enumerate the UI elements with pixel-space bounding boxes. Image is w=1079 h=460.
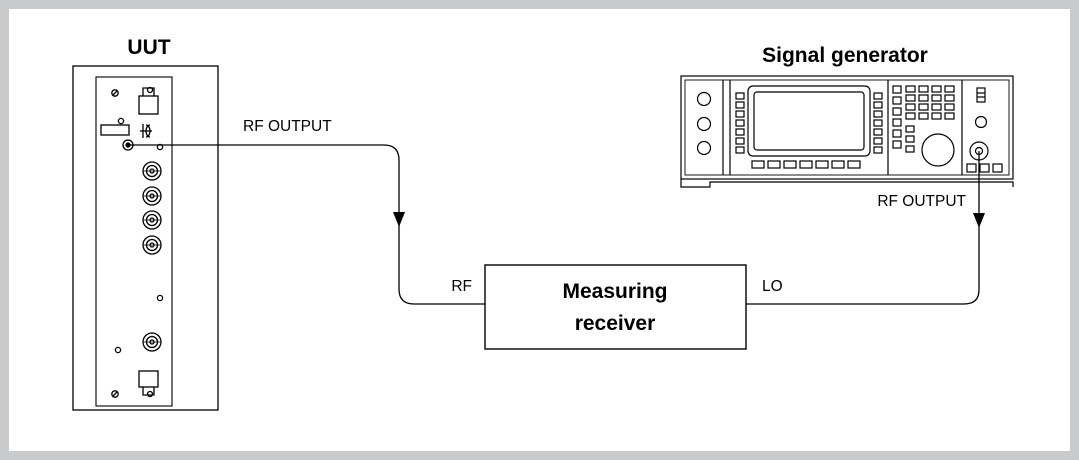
- arrowhead-down-icon: [393, 212, 405, 227]
- bnc-connector-icon: [142, 161, 162, 352]
- uut-label-plate: [100, 124, 130, 136]
- arrowhead-down-icon: [973, 213, 985, 228]
- receiver-title-line2: receiver: [575, 312, 656, 335]
- uut-title: UUT: [127, 36, 170, 59]
- rotary-knob-icon: [921, 133, 955, 167]
- lo-cable: [746, 151, 980, 305]
- diagram-frame: UUT Signal generator: [9, 9, 1070, 451]
- latch-icon: [138, 86, 159, 115]
- latch-icon: [138, 370, 159, 398]
- receiver-title-line1: Measuring: [562, 280, 667, 303]
- uut-module: [72, 65, 219, 411]
- setup-diagram: UUT Signal generator: [72, 36, 1014, 411]
- signal-generator-front-panel: [680, 75, 1014, 188]
- measuring-receiver-box: [484, 264, 747, 350]
- receiver-lo-port-label: LO: [762, 278, 783, 295]
- hole-icon: [156, 294, 164, 302]
- uut-rf-output-label: RF OUTPUT: [243, 118, 332, 135]
- receiver-rf-port-label: RF: [451, 278, 472, 295]
- hole-icon: [114, 346, 122, 354]
- screw-icon: [111, 390, 119, 398]
- screw-icon: [111, 89, 119, 97]
- attenuator-icon: [140, 124, 152, 138]
- signal-generator-title: Signal generator: [762, 44, 928, 67]
- signal-generator-rf-output-label: RF OUTPUT: [877, 193, 966, 210]
- hole-icon: [117, 117, 125, 125]
- rf-cable: [128, 144, 485, 305]
